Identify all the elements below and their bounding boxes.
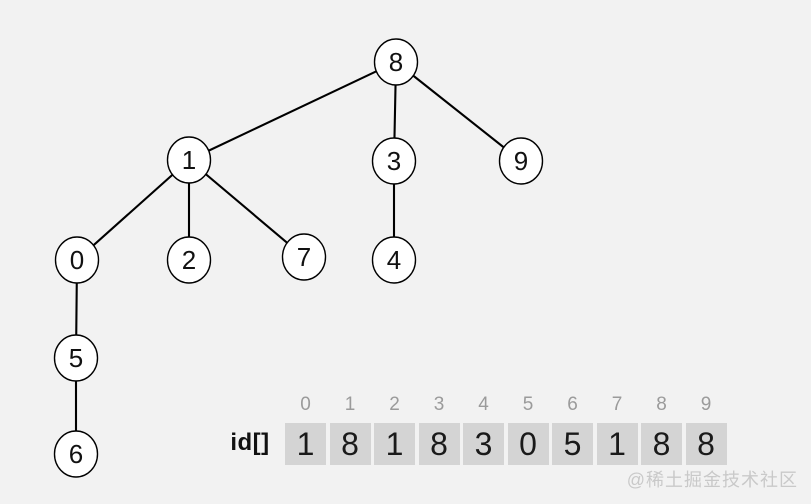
tree-node-circle (373, 38, 419, 86)
tree-node-label: 9 (514, 146, 528, 176)
tree-node-circle (53, 334, 99, 382)
tree-node-circle (371, 137, 417, 185)
tree-node-circle (281, 233, 327, 281)
tree-node-8: 8 (373, 38, 419, 86)
tree-node-circle (54, 236, 100, 284)
array-index-row: 0 1 2 3 4 5 6 7 8 9 (285, 394, 727, 416)
array-cell-8: 8 (641, 423, 682, 465)
tree-node-label: 4 (387, 245, 401, 275)
tree-node-4: 4 (371, 236, 417, 284)
tree-node-3: 3 (371, 137, 417, 185)
tree-edge-8-1 (187, 60, 398, 162)
watermark: @稀土掘金技术社区 (626, 470, 798, 490)
array-index-3: 3 (433, 394, 445, 415)
array-name-label: id[] (230, 429, 270, 456)
tree-node-circle (166, 136, 212, 184)
array-cell-7: 1 (596, 423, 638, 465)
tree-node-9: 9 (498, 137, 544, 185)
tree-node-label: 2 (182, 245, 196, 275)
tree-node-circle (166, 236, 212, 284)
array-index-7: 7 (611, 394, 623, 415)
array-index-0: 0 (300, 394, 311, 415)
array-index-2: 2 (389, 394, 400, 415)
array-cell-4: 3 (463, 423, 504, 465)
tree-node-0: 0 (54, 236, 100, 284)
array-index-6: 6 (567, 394, 578, 415)
array-index-1: 1 (344, 394, 356, 415)
tree-node-label: 3 (387, 146, 401, 176)
tree-edge-1-7 (187, 158, 306, 259)
array-cell-0: 1 (285, 423, 326, 465)
tree-node-5: 5 (53, 334, 99, 382)
tree-node-circle (498, 137, 544, 185)
array-cell-1: 8 (329, 423, 371, 465)
tree-node-circle (53, 430, 99, 478)
tree-node-7: 7 (281, 233, 327, 281)
tree-node-label: 7 (297, 242, 311, 272)
tree-node-6: 6 (53, 430, 99, 478)
array-cell-9: 8 (685, 423, 727, 465)
tree-edge-1-0 (75, 158, 191, 262)
tree-edge-8-9 (394, 60, 523, 163)
tree-node-1: 1 (166, 136, 212, 184)
tree-node-label: 0 (70, 245, 84, 275)
array-index-5: 5 (522, 394, 534, 415)
tree-node-label: 6 (69, 439, 83, 469)
array-cell-6: 5 (552, 423, 593, 465)
tree-node-circle (371, 236, 417, 284)
tree-node-label: 1 (182, 145, 196, 175)
array-cell-5: 0 (507, 423, 549, 465)
array-cell-3: 8 (418, 423, 460, 465)
tree-node-label: 8 (389, 47, 403, 77)
array-index-4: 4 (478, 394, 489, 415)
tree-node-label: 5 (69, 343, 83, 373)
array-cell-2: 1 (374, 423, 415, 465)
array-index-8: 8 (656, 394, 667, 415)
array-index-9: 9 (700, 394, 712, 415)
tree-node-2: 2 (166, 236, 212, 284)
